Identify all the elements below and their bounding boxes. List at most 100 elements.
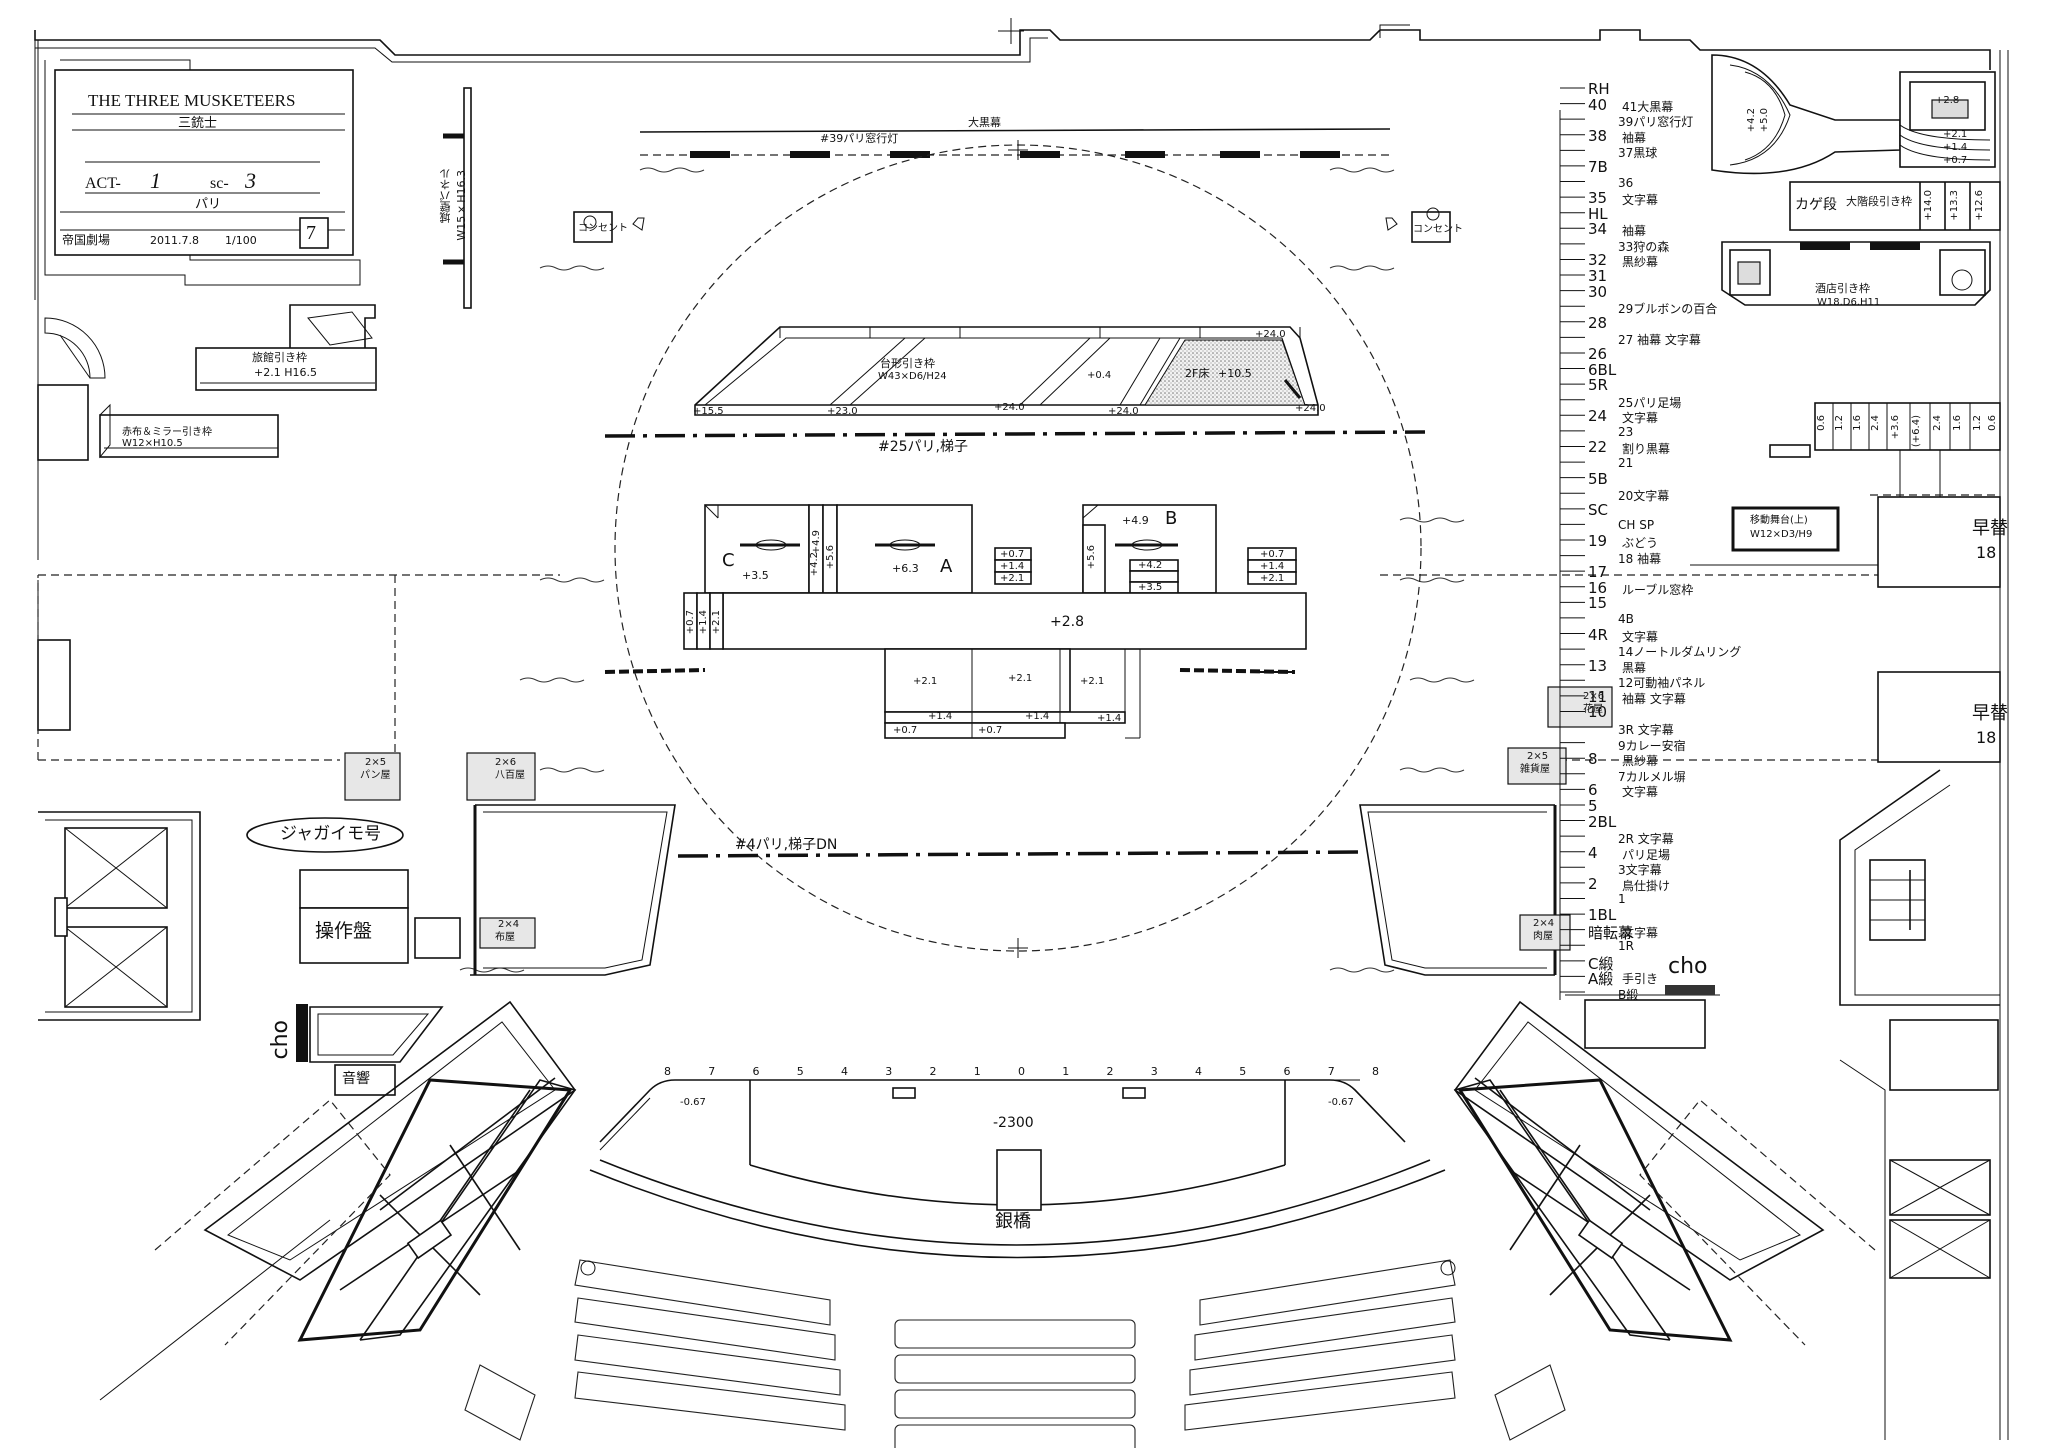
moving-stage-label: 移動舞台(上) xyxy=(1750,515,1808,526)
stair-2-1: +2.1 xyxy=(1943,129,1968,140)
step-row-value: 0.6 xyxy=(1816,415,1827,431)
scale-number: 1 xyxy=(973,1065,981,1078)
line-set-number: RH xyxy=(1588,80,1610,98)
line-set-number: 4 xyxy=(1588,843,1598,862)
title-block xyxy=(44,59,361,286)
nikuya-name: 肉屋 xyxy=(1533,931,1553,942)
mid-step-1: +1.4 xyxy=(1000,561,1025,572)
inn-frame-label: 旅館引き枠 xyxy=(252,351,307,364)
line-set-number: 28 xyxy=(1588,313,1608,332)
step-row-value: +3.6 xyxy=(1890,415,1901,440)
zakka-size: 2×5 xyxy=(1527,751,1549,762)
line-set-description: 3文字幕 xyxy=(1618,863,1662,878)
platform-b-letter: B xyxy=(1165,508,1178,529)
center-platforms xyxy=(604,504,1307,739)
line-set-description: 袖幕 文字幕 xyxy=(1622,691,1686,706)
line-set-description: 23 xyxy=(1618,424,1634,439)
line-set-number: 32 xyxy=(1588,251,1608,270)
front-t2: +0.7 xyxy=(978,725,1003,736)
center-main: +2.8 xyxy=(1050,614,1084,630)
line-set-description: 7カルメル塀 xyxy=(1618,769,1686,784)
line-set-description: 1 xyxy=(1618,892,1626,907)
left-step-0: +0.7 xyxy=(685,610,696,635)
page-number: 7 xyxy=(306,222,316,244)
platform-a-letter: A xyxy=(940,556,953,577)
ladder-4-label: #4パリ,梯子DN xyxy=(735,837,838,853)
jagaimo-area xyxy=(246,817,461,964)
b-step-1: +4.2 xyxy=(1138,560,1163,571)
ladder-25-label: #25パリ,梯子 xyxy=(878,439,968,455)
scale-number: 7 xyxy=(708,1065,716,1078)
line-set-description: 文字幕 xyxy=(1622,193,1659,208)
trap-v0: +15.5 xyxy=(693,406,724,417)
front-3: +2.1 xyxy=(1080,676,1105,687)
grand-stair xyxy=(1711,54,2001,231)
line-set-number: C緞 xyxy=(1588,954,1614,973)
front-s2: +1.4 xyxy=(1025,711,1050,722)
trapezoid-dims: W43×D6/H24 xyxy=(878,371,947,382)
nunoya-size: 2×4 xyxy=(498,919,520,930)
zakka-name: 雑貨屋 xyxy=(1520,764,1550,775)
left-dashed-area xyxy=(37,574,2000,761)
line-set-number: 17 xyxy=(1588,563,1608,582)
step-row-value: 1.6 xyxy=(1952,415,1963,431)
floor-2f: 2F床 xyxy=(1185,367,1210,380)
trap-v5: +24.0 xyxy=(1255,329,1286,340)
line-set-number: 15 xyxy=(1588,594,1608,613)
front-s3: +1.4 xyxy=(1097,713,1122,724)
platform-b-value: +4.9 xyxy=(1122,514,1149,527)
line-set-description: 9カレー安宿 xyxy=(1618,738,1686,753)
right-step-1: +1.4 xyxy=(1260,561,1285,572)
venue: 帝国劇場 xyxy=(62,233,111,247)
inn-frame-values: +2.1 H16.5 xyxy=(254,366,317,379)
step-row-value: 1.6 xyxy=(1852,415,1863,431)
line-set-description: 27 袖幕 文字幕 xyxy=(1618,333,1701,348)
control-panel-label: 操作盤 xyxy=(315,920,373,942)
quick-change-2: 早替 xyxy=(1972,703,2008,724)
outlet-right xyxy=(1385,207,1451,243)
line-set-number: 24 xyxy=(1588,407,1608,426)
scale-number: 5 xyxy=(1239,1065,1247,1078)
right-stairwell xyxy=(1565,769,2000,1440)
location: パリ xyxy=(195,197,222,212)
scale-number: 2 xyxy=(1106,1065,1114,1078)
castle-wall-label: 城壁パネル xyxy=(439,168,452,223)
cho-right: cho xyxy=(1668,954,1708,979)
line-set-description: 袖幕 xyxy=(1622,130,1647,145)
line-set-description: 14ノートルダムリング xyxy=(1618,645,1742,660)
scale-number: 8 xyxy=(1372,1065,1379,1078)
line-set-number: 11 xyxy=(1588,687,1608,706)
front-t1: +0.7 xyxy=(893,725,918,736)
quick-change-1: 早替 xyxy=(1972,518,2008,539)
red-mirror-dims: W12×H10.5 xyxy=(122,438,183,449)
line-set-number: 16 xyxy=(1588,578,1608,597)
line-set-number: 4R xyxy=(1588,625,1608,644)
moving-stage xyxy=(1690,496,2001,763)
trap-v6: +0.4 xyxy=(1087,370,1112,381)
line-set-number: A緞 xyxy=(1588,970,1614,989)
step-row-value: (+6.4) xyxy=(1911,415,1922,448)
line-set-number: 26 xyxy=(1588,344,1608,363)
line-set-description: 21 xyxy=(1618,456,1634,471)
line-set-number: 35 xyxy=(1588,189,1608,208)
kage-v0: +14.0 xyxy=(1923,190,1934,221)
scale-number: 6 xyxy=(752,1065,760,1078)
concent-right: コンセント xyxy=(1413,224,1463,235)
line-set-number: 13 xyxy=(1588,656,1608,675)
line-set-number: 2 xyxy=(1588,874,1598,893)
line-set-description: 4B xyxy=(1618,611,1634,626)
tavern-frame xyxy=(1721,241,1991,306)
line-set-description: 1R xyxy=(1618,939,1634,954)
tavern-dims: W18.D6.H11 xyxy=(1817,297,1881,308)
stage-waves xyxy=(459,167,1475,973)
front-1: +2.1 xyxy=(913,676,938,687)
blackout-curtain-label: 大黒幕 xyxy=(968,116,1001,129)
line-set-description: 29ブルボンの百合 xyxy=(1618,302,1718,317)
trapezoid-label: 台形引き枠 xyxy=(880,357,935,370)
left-booth-frames xyxy=(470,804,676,976)
left-step-2: +2.1 xyxy=(711,610,722,635)
line-set-description: 文字幕 xyxy=(1622,629,1659,644)
line-set-description: 袖幕 xyxy=(1622,224,1647,239)
line-set-number: 5R xyxy=(1588,376,1608,395)
hanaya-size: 2×6 xyxy=(1583,691,1605,702)
